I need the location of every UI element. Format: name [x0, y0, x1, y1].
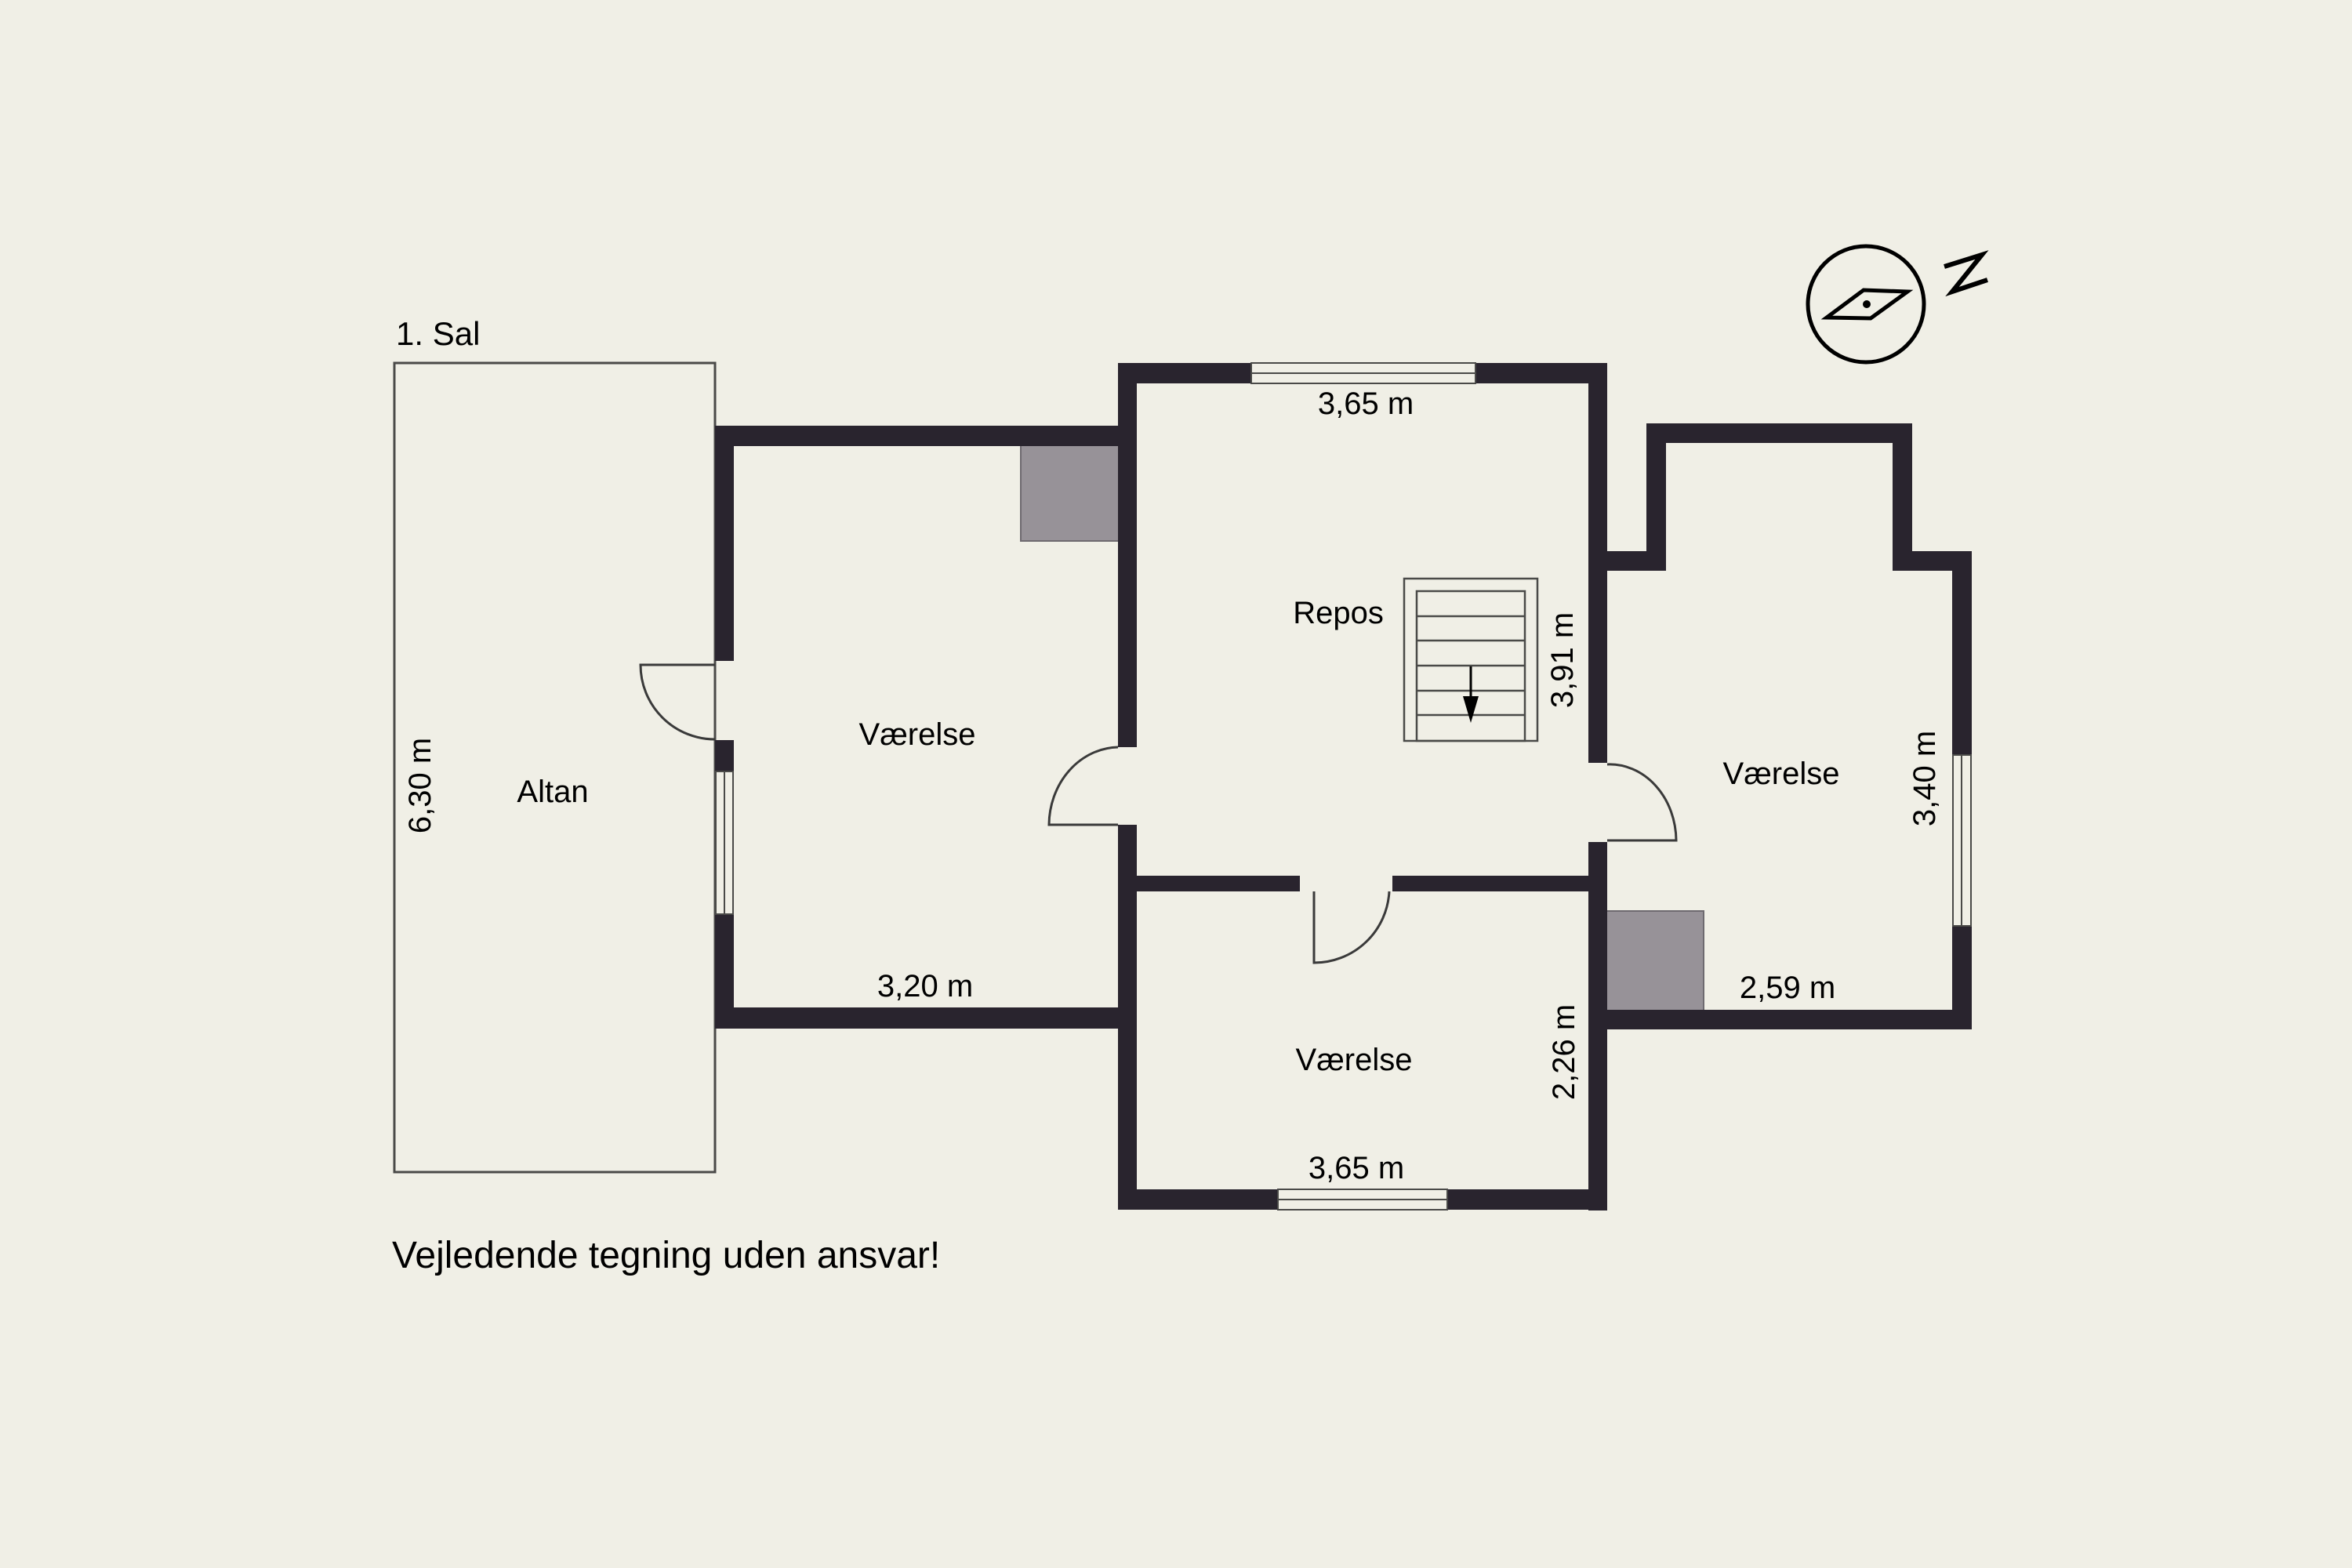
door-repos-bottom: [1312, 891, 1391, 964]
chimney-block-left: [1020, 441, 1124, 542]
north-letter-n-icon: [1944, 250, 1989, 297]
walls: [715, 363, 1972, 1210]
staircase: [1403, 577, 1539, 742]
room-label-repos: Repos: [1293, 596, 1384, 630]
north-arrow-compass-icon: [1806, 244, 1989, 365]
chimney-block-right: [1600, 910, 1704, 1012]
room-label-vaerelse-left: Værelse: [858, 717, 976, 752]
room-label-vaerelse-bottom: Værelse: [1295, 1043, 1413, 1077]
dimension-vaerelse-bottom-height: 2,26 m: [1547, 1004, 1581, 1101]
room-label-vaerelse-right: Værelse: [1722, 757, 1840, 791]
dimension-repos-width: 3,65 m: [1317, 387, 1414, 421]
windows: [715, 362, 1972, 1210]
disclaimer-text: Vejledende tegning uden ansvar!: [392, 1235, 941, 1276]
dimension-vaerelse-left-width: 3,20 m: [877, 969, 974, 1004]
dimension-altan-height: 6,30 m: [403, 737, 437, 834]
doors: [639, 663, 1678, 964]
door-altan: [639, 663, 716, 741]
dimension-repos-height: 3,91 m: [1545, 612, 1580, 709]
floor-title: 1. Sal: [396, 315, 481, 352]
room-label-altan: Altan: [517, 775, 589, 809]
door-left-repos: [1047, 746, 1119, 826]
altan-outline: [393, 361, 717, 1174]
dimension-vaerelse-right-width: 2,59 m: [1739, 971, 1836, 1005]
dimension-vaerelse-bottom-width: 3,65 m: [1308, 1151, 1405, 1185]
door-repos-right: [1606, 763, 1678, 842]
dimension-vaerelse-right-height: 3,40 m: [1907, 730, 1942, 827]
